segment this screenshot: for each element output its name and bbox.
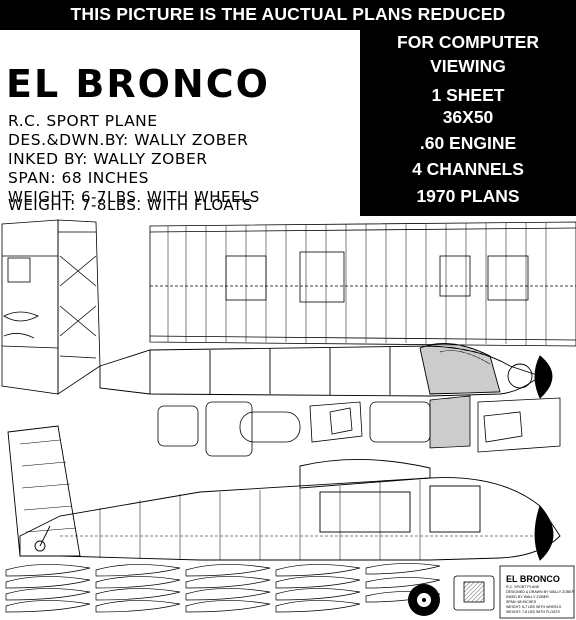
weight-floats-line: WEIGHT: 7-8LBS. WITH FLOATS [8, 196, 253, 214]
fin-rudder [57, 219, 101, 395]
plan-title-box: EL BRONCO R.C. SPORT PLANE DESIGNED & DR… [499, 565, 575, 619]
plan-detail-3: INKED BY WALLY ZOBER [506, 595, 549, 599]
subtitle-line: R.C. SPORT PLANE [8, 112, 158, 130]
info-line-7: 1970 PLANS [416, 186, 520, 206]
stabilizer-plan [1, 219, 59, 395]
plan-detail-6: WEIGHT: 7-8 LBS WITH FLOATS [506, 610, 560, 614]
wheel [408, 584, 440, 616]
span-line: SPAN: 68 INCHES [8, 169, 149, 187]
plan-title: EL BRONCO [6, 62, 270, 106]
inker-line: INKED BY: WALLY ZOBER [8, 150, 208, 168]
plan-detail-2: DESIGNED & DRAWN BY WALLY ZOBER [506, 590, 575, 594]
plan-drawing: EL BRONCO R.C. SPORT PLANE DESIGNED & DR… [0, 216, 576, 620]
info-line-3: 1 SHEET [431, 85, 505, 105]
designer-line: DES.&DWN.BY: WALLY ZOBER [8, 131, 249, 149]
info-line-6: 4 CHANNELS [412, 159, 524, 179]
plan-title-box-title: EL BRONCO [506, 574, 560, 584]
info-line-5: .60 ENGINE [419, 133, 517, 153]
rib-pieces [5, 563, 441, 613]
former-pieces [157, 395, 561, 457]
wing-plan [149, 221, 576, 347]
plan-detail-1: R.C. SPORT PLANE [506, 585, 540, 589]
top-banner: THIS PICTURE IS THE AUCTUAL PLANS REDUCE… [0, 0, 576, 30]
plan-detail-4: SPAN: 68 INCHES [506, 600, 537, 604]
info-line-2: VIEWING [430, 56, 506, 76]
plan-drawing-svg: EL BRONCO R.C. SPORT PLANE DESIGNED & DR… [1, 219, 576, 619]
info-box: FOR COMPUTER VIEWING 1 SHEET 36X50 .60 E… [360, 30, 576, 216]
fuselage-side [99, 343, 553, 399]
banner-notice: THIS PICTURE IS THE AUCTUAL PLANS REDUCE… [70, 4, 506, 24]
airplane-side-view [7, 425, 561, 561]
info-line-4: 36X50 [442, 107, 494, 127]
title-block: EL BRONCO R.C. SPORT PLANE DES.&DWN.BY: … [0, 30, 360, 216]
weight-wheels-line: WEIGHT: 6-7LBS. WITH WHEELS [8, 188, 260, 206]
engine-sketch [453, 575, 495, 611]
plan-detail-5: WEIGHT: 6-7 LBS WITH WHEELS [506, 605, 562, 609]
info-line-1: FOR COMPUTER [397, 32, 539, 52]
